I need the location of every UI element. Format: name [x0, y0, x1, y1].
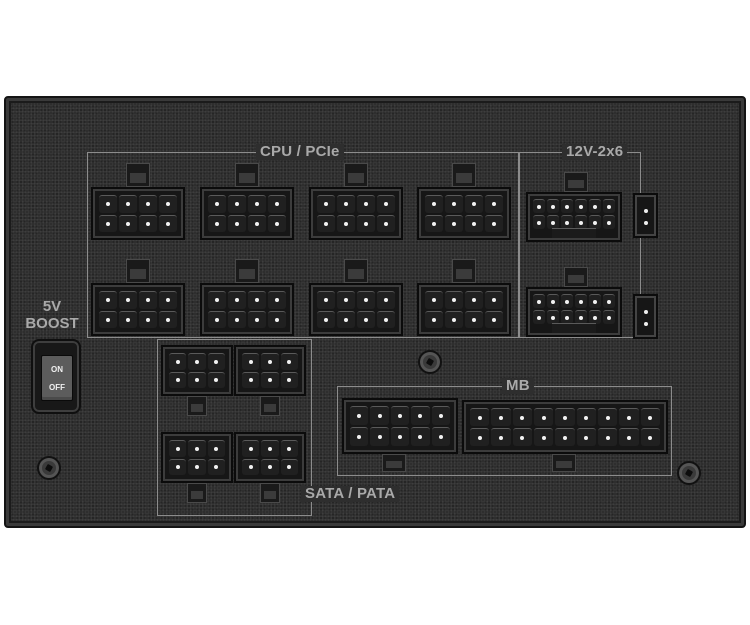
center-screw — [418, 350, 442, 374]
sata-pata-label: SATA / PATA — [301, 486, 400, 502]
left-screw — [37, 456, 61, 480]
sata-pata-frame — [157, 339, 312, 516]
5v-text: 5V — [42, 298, 62, 315]
switch-off-label: OFF — [49, 383, 65, 392]
12v-sense-port-1[interactable] — [633, 193, 658, 238]
5v-boost-switch[interactable]: ON OFF — [31, 339, 81, 414]
5v-boost-label: 5V BOOST — [22, 298, 82, 332]
boost-text: BOOST — [25, 315, 79, 332]
mb-label: MB — [502, 378, 534, 394]
switch-rocker[interactable]: ON OFF — [41, 355, 73, 401]
cpu-pcie-label: CPU / PCIe — [256, 144, 344, 160]
right-screw — [677, 461, 701, 485]
12v-2x6-label: 12V-2x6 — [562, 144, 628, 160]
12v-sense-port-2[interactable] — [633, 294, 658, 339]
switch-on-label: ON — [51, 365, 63, 374]
